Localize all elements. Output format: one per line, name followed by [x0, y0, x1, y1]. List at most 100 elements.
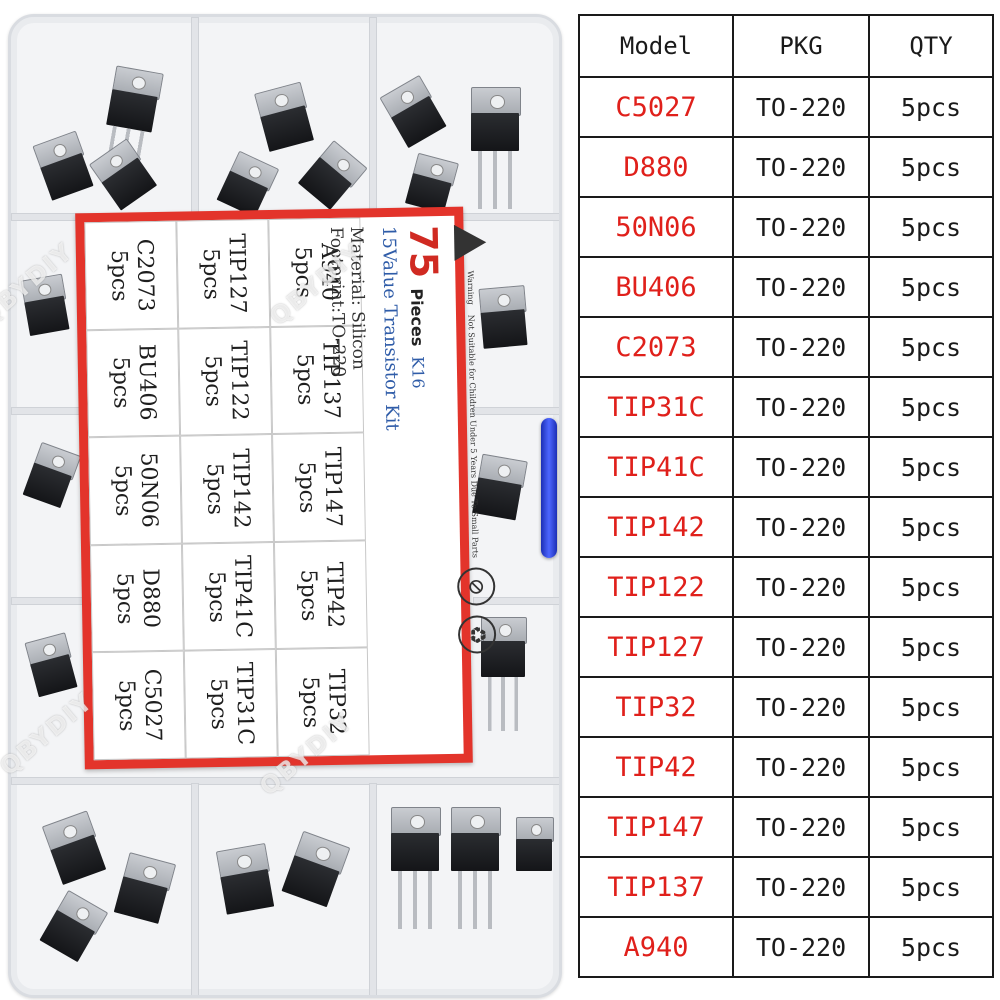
kit-label-qty: 5pcs [109, 464, 136, 517]
qty-cell: 5pcs [868, 736, 994, 798]
qty-cell: 5pcs [868, 556, 994, 618]
warning-text: Not Suitable for Children Under 5 Years … [467, 314, 481, 558]
transistor [481, 617, 527, 731]
box-divider [369, 17, 377, 215]
box-divider [191, 783, 199, 995]
header-qty: QTY [868, 14, 994, 78]
transistor [404, 152, 459, 214]
kit-label-qty: 5pcs [205, 678, 232, 731]
qty-cell: 5pcs [868, 136, 994, 198]
pkg-cell: TO-220 [732, 676, 870, 738]
transistor [24, 632, 78, 698]
box-divider [369, 783, 377, 995]
pkg-cell: TO-220 [732, 196, 870, 258]
box-divider [11, 597, 83, 605]
model-cell: TIP122 [578, 556, 734, 618]
transistor [391, 807, 441, 929]
kit-label-model: TIP142 [227, 448, 254, 529]
model-cell: BU406 [578, 256, 734, 318]
pkg-cell: TO-220 [732, 796, 870, 858]
recycle-icon: ♻ [457, 615, 497, 655]
box-divider [473, 407, 559, 415]
box-divider [191, 17, 199, 215]
kit-label-qty: 5pcs [197, 247, 224, 300]
transistor [39, 889, 109, 963]
kit-label-qty: 5pcs [295, 568, 322, 622]
kit-title-row: 75 Pieces K16 [401, 225, 454, 746]
header-model: Model [578, 14, 734, 78]
kit-count: 75 [400, 224, 446, 279]
transistor [254, 81, 314, 152]
kit-label-model: C2073 [131, 238, 158, 312]
pkg-cell: TO-220 [732, 736, 870, 798]
warning-triangle-icon [453, 224, 487, 261]
kit-label-qty: 5pcs [113, 679, 140, 732]
pkg-cell: TO-220 [732, 556, 870, 618]
no-children-icon: ⊘ [456, 567, 496, 607]
kit-label-model: TIP41C [229, 554, 256, 638]
table-header-row: Model PKG QTY [578, 14, 994, 78]
kit-label-qty: 5pcs [105, 249, 132, 302]
qty-cell: 5pcs [868, 376, 994, 438]
transistor [103, 65, 164, 185]
transistor [216, 150, 280, 218]
transistor [471, 87, 521, 209]
kit-label-model: BU406 [133, 344, 160, 422]
kit-label-qty: 5pcs [107, 356, 134, 410]
kit-label-model: C5027 [139, 668, 166, 742]
model-cell: TIP42 [578, 736, 734, 798]
model-cell: TIP142 [578, 496, 734, 558]
qty-cell: 5pcs [868, 196, 994, 258]
kit-label-model: D880 [137, 567, 164, 628]
qty-cell: 5pcs [868, 436, 994, 498]
kit-label-qty: 5pcs [291, 353, 318, 406]
transistor [88, 138, 158, 211]
qty-cell: 5pcs [868, 796, 994, 858]
kit-label-qty: 5pcs [293, 461, 320, 514]
qty-cell: 5pcs [868, 76, 994, 138]
kit-label-model: 50N06 [135, 452, 162, 529]
box-divider [473, 597, 559, 605]
qty-cell: 5pcs [868, 256, 994, 318]
kit-label-qty: 5pcs [203, 570, 230, 623]
pkg-cell: TO-220 [732, 616, 870, 678]
transistor [379, 74, 447, 149]
transistor [41, 810, 107, 885]
model-cell: TIP31C [578, 376, 734, 438]
kit-label-qty: 5pcs [199, 355, 226, 408]
pkg-cell: TO-220 [732, 496, 870, 558]
pkg-cell: TO-220 [732, 136, 870, 198]
transistor [113, 852, 177, 924]
model-cell: TIP41C [578, 436, 734, 498]
transistor [32, 130, 94, 201]
qty-cell: 5pcs [868, 316, 994, 378]
pkg-cell: TO-220 [732, 436, 870, 498]
qty-cell: 5pcs [868, 676, 994, 738]
qty-cell: 5pcs [868, 856, 994, 918]
pkg-cell: TO-220 [732, 76, 870, 138]
model-cell: TIP147 [578, 796, 734, 858]
kit-label-model: TIP127 [223, 233, 250, 314]
transistor [281, 830, 351, 908]
kit-pieces-label: Pieces [407, 288, 428, 347]
